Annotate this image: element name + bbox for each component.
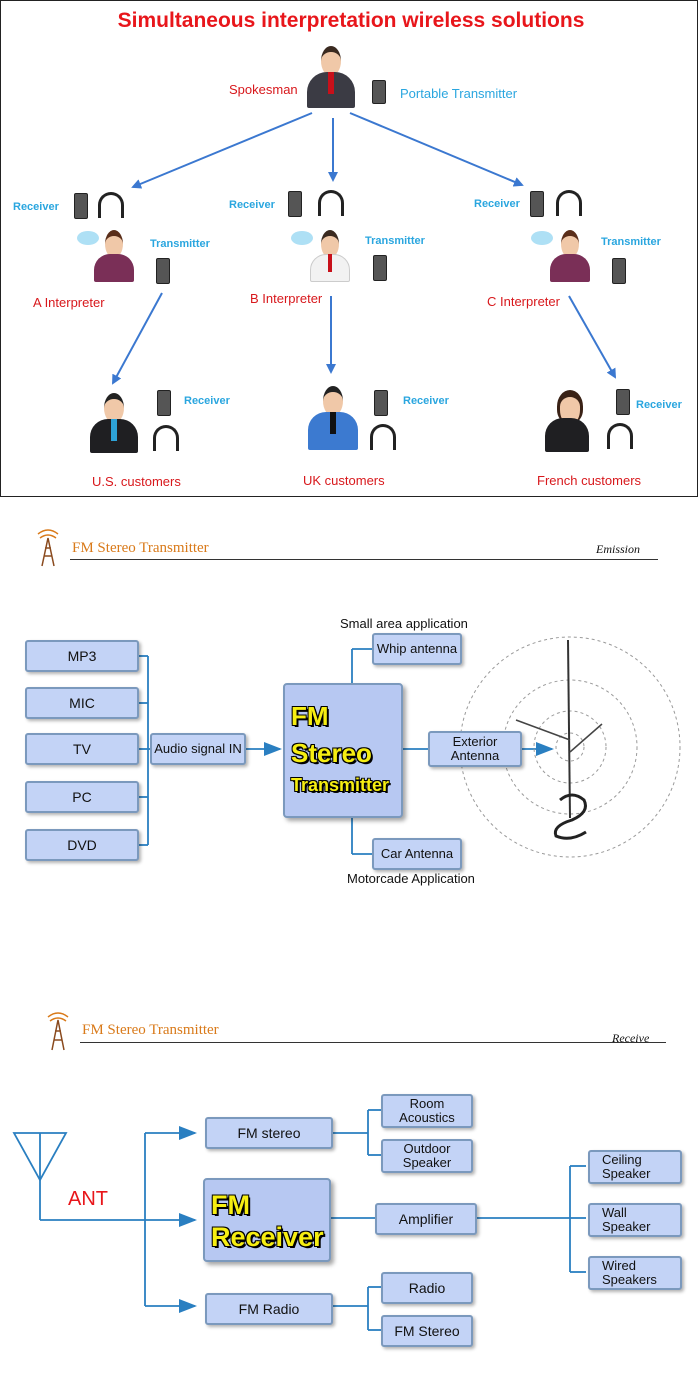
receive-tag: Receive	[612, 1031, 650, 1045]
speech-bubble-icon	[77, 231, 99, 245]
receiver-label-c: Receiver	[474, 198, 520, 210]
receiver-label-us: Receiver	[184, 395, 230, 407]
antenna-graphic	[459, 636, 681, 858]
page-title: Simultaneous interpretation wireless sol…	[117, 9, 585, 32]
receiver-device-icon	[374, 390, 388, 416]
receiver-label-uk: Receiver	[403, 395, 449, 407]
interpreter-a-person-icon	[94, 228, 134, 282]
source-tv: TV	[25, 733, 139, 765]
receiver-label-fr: Receiver	[636, 399, 682, 411]
interpretation-panel: Simultaneous interpretation wireless sol…	[0, 0, 698, 497]
interpreter-c-person-icon	[550, 228, 590, 282]
interpretation-arrows	[112, 112, 616, 385]
transmitter-label-b: Transmitter	[365, 235, 425, 247]
transmitter-device-icon	[612, 258, 626, 284]
headphones-icon	[607, 423, 633, 449]
receiver-label-a: Receiver	[13, 201, 59, 213]
spokesman-label: Spokesman	[229, 82, 298, 97]
transmitter-device-icon	[373, 255, 387, 281]
receive-connectors	[12, 1109, 586, 1331]
exterior-antenna-box: Exterior Antenna	[428, 731, 522, 767]
spokesman-person-icon	[307, 44, 355, 108]
portable-transmitter-label: Portable Transmitter	[400, 86, 518, 101]
receive-header: FM Stereo Transmitter	[82, 1022, 219, 1038]
uk-customers-label: UK customers	[303, 473, 385, 488]
interpreter-b-person-icon	[310, 228, 350, 282]
receiver-device-icon	[74, 193, 88, 219]
transmitter-device-icon	[156, 258, 170, 284]
speech-bubble-icon	[531, 231, 553, 245]
fm-stereo-box: FM stereo	[205, 1117, 333, 1149]
small-area-label: Small area application	[340, 616, 468, 631]
receiver-device-icon	[616, 389, 630, 415]
interpreter-a-label: A Interpreter	[33, 295, 105, 310]
amplifier-box: Amplifier	[375, 1203, 477, 1235]
receiver-line-2: Receiver	[211, 1222, 324, 1252]
center-line-2: Stereo	[291, 738, 372, 768]
source-pc: PC	[25, 781, 139, 813]
headphones-icon	[318, 190, 344, 216]
french-customer-person-icon	[545, 390, 589, 452]
tower-logo-2	[47, 1012, 69, 1051]
room-acoustics-box: Room Acoustics	[381, 1094, 473, 1128]
speech-bubble-icon	[291, 231, 313, 245]
interpreter-b-label: B Interpreter	[250, 291, 323, 306]
headphones-icon	[153, 425, 179, 451]
headphones-icon	[370, 424, 396, 450]
audio-signal-in-box: Audio signal IN	[150, 733, 246, 765]
headphones-icon	[98, 192, 124, 218]
fm-stereo-transmitter-box: FM Stereo Transmitter	[283, 683, 403, 818]
fm-radio-box: FM Radio	[205, 1293, 333, 1325]
radio-box: Radio	[381, 1272, 473, 1304]
uk-customer-person-icon	[308, 386, 358, 450]
emission-tag: Emission	[596, 542, 641, 556]
receive-header-line	[80, 1042, 666, 1043]
whip-antenna-box: Whip antenna	[372, 633, 462, 665]
fm-receiver-box: FM Receiver	[203, 1178, 331, 1262]
transmitter-label-a: Transmitter	[150, 238, 210, 250]
tower-logo-1	[37, 529, 59, 567]
source-mp3: MP3	[25, 640, 139, 672]
emission-header-line	[70, 559, 658, 560]
us-customer-person-icon	[90, 393, 138, 453]
source-mic: MIC	[25, 687, 139, 719]
ant-label: ANT	[68, 1188, 108, 1210]
outdoor-speaker-box: Outdoor Speaker	[381, 1139, 473, 1173]
source-dvd: DVD	[25, 829, 139, 861]
ceiling-speaker-box: Ceiling Speaker	[588, 1150, 682, 1184]
receiver-line-1: FM	[211, 1190, 250, 1220]
receiver-device-icon	[157, 390, 171, 416]
french-customers-label: French customers	[537, 473, 642, 488]
receiver-label-b: Receiver	[229, 199, 275, 211]
us-customers-label: U.S. customers	[92, 474, 181, 489]
wall-speaker-box: Wall Speaker	[588, 1203, 682, 1237]
receiver-device-icon	[288, 191, 302, 217]
emission-header: FM Stereo Transmitter	[72, 540, 209, 556]
interpreter-c-label: C Interpreter	[487, 294, 560, 309]
motorcade-label: Motorcade Application	[347, 871, 475, 886]
headphones-icon	[556, 190, 582, 216]
portable-transmitter-icon	[372, 80, 386, 104]
center-line-3: Transmitter	[291, 775, 390, 795]
center-line-1: FM	[291, 701, 329, 731]
fm-stereo-2-box: FM Stereo	[381, 1315, 473, 1347]
car-antenna-box: Car Antenna	[372, 838, 462, 870]
transmitter-label-c: Transmitter	[601, 236, 661, 248]
wired-speakers-box: Wired Speakers	[588, 1256, 682, 1290]
receiver-device-icon	[530, 191, 544, 217]
